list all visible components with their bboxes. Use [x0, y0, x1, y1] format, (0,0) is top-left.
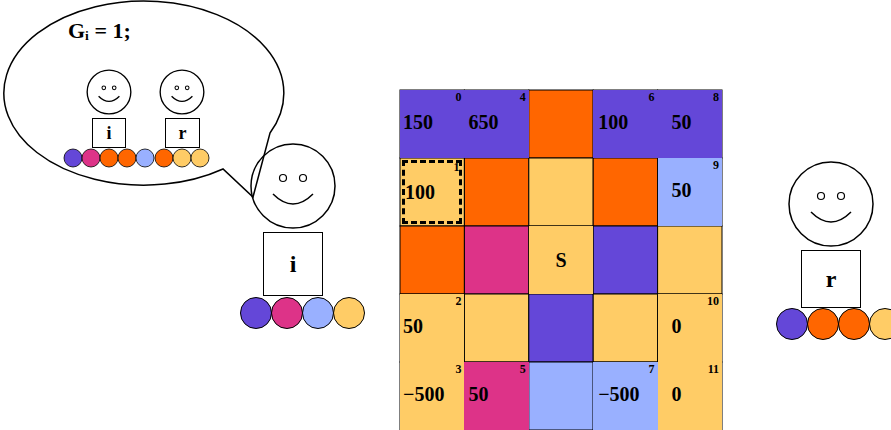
cell-index: 7	[649, 363, 655, 376]
agent-box: r	[801, 250, 861, 308]
agent-box: r	[165, 118, 200, 148]
token-row	[777, 309, 891, 340]
token-row	[64, 149, 154, 167]
grid-cell: 9 50	[658, 158, 722, 226]
token-row	[155, 149, 209, 167]
cell-index: 1	[453, 161, 459, 174]
grid-cell: 7 −500	[593, 362, 657, 430]
cell-value: 100	[405, 180, 435, 204]
bubble-outline	[4, 1, 284, 197]
agent-head	[160, 70, 204, 114]
grid-cells	[400, 90, 722, 430]
agent-label: r	[826, 267, 837, 291]
cell-index: 4	[520, 91, 526, 104]
cell-value: 50	[672, 110, 692, 134]
agent-head	[87, 70, 131, 114]
cell-index: 11	[708, 363, 719, 376]
cell-label: S	[555, 249, 566, 272]
cell-value: 0	[672, 382, 682, 406]
grid-cell: 3 −500	[400, 362, 464, 430]
cell-value: 150	[403, 110, 433, 134]
cell-index: 8	[713, 91, 719, 104]
cell-index: 2	[455, 295, 461, 308]
cell-index: 6	[649, 91, 655, 104]
bubble-outline	[0, 0, 290, 200]
cell-value: 50	[468, 382, 488, 406]
agent-head	[789, 162, 873, 246]
agent-box: i	[263, 232, 323, 296]
grid-cell: 1 100	[402, 160, 462, 224]
agent-label: i	[290, 252, 297, 276]
cell-index: 10	[707, 295, 719, 308]
cell-value: −500	[403, 382, 444, 406]
grid-cell: 8 50	[658, 90, 722, 158]
cell-value: 100	[598, 110, 628, 134]
agent-box: i	[92, 118, 126, 148]
grid-cell: 4 650	[464, 90, 528, 158]
grid-cell: 11 0	[658, 362, 722, 430]
grid-cell: 10 0	[658, 294, 722, 362]
cell-value: 650	[468, 110, 498, 134]
grid-cell: 5 50	[464, 362, 528, 430]
token-row	[241, 298, 365, 329]
grid-cell: 0 150	[400, 90, 464, 158]
cell-index: 3	[455, 363, 461, 376]
cell-index: 9	[713, 159, 719, 172]
cell-index: 5	[520, 363, 526, 376]
cell-value: 50	[672, 178, 692, 202]
cell-value: 50	[403, 314, 423, 338]
equation: Gᵢ = 1;	[68, 18, 131, 44]
cell-value: −500	[598, 382, 639, 406]
speech-bubble: Gᵢ = 1; i r	[0, 0, 290, 200]
agent-label: r	[179, 124, 187, 142]
grid-cell: 2 50	[400, 294, 464, 362]
start-cell: S	[529, 226, 593, 294]
agent-label: i	[106, 124, 111, 142]
cell-value: 0	[672, 314, 682, 338]
grid-cell: 6 100	[593, 90, 657, 158]
cell-index: 0	[455, 91, 461, 104]
